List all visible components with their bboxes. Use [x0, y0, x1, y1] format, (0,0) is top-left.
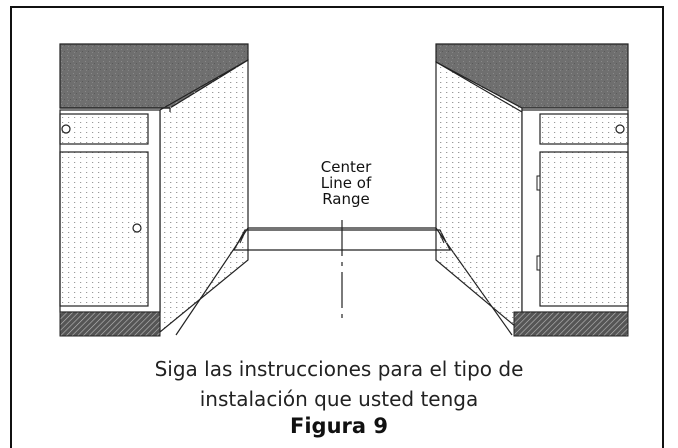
center-label-text: Center Line of Range: [320, 158, 372, 209]
right-lower-hinge: [536, 255, 541, 271]
right-toe-kick: [513, 311, 629, 337]
right-drawer: [539, 113, 629, 145]
caption-line-1: Siga las instrucciones para el tipo de: [154, 357, 524, 381]
figure-frame: [10, 6, 664, 448]
left-cabinet: [59, 43, 249, 337]
figure-caption: Siga las instrucciones para el tipo de i…: [60, 354, 618, 414]
left-drawer-knob: [61, 124, 71, 134]
right-drawer-knob: [615, 124, 625, 134]
caption-line-2: instalación que usted tenga: [199, 387, 479, 411]
figure-title: Figura 9: [290, 414, 388, 438]
right-upper-hinge: [536, 175, 541, 191]
left-toe-kick: [59, 311, 161, 337]
right-door: [539, 151, 629, 307]
left-door-knob: [132, 223, 142, 233]
right-countertop: [435, 43, 629, 109]
left-drawer: [59, 113, 149, 145]
right-cabinet: [435, 43, 629, 337]
center-line-label: Center Line of Range: [296, 159, 396, 208]
